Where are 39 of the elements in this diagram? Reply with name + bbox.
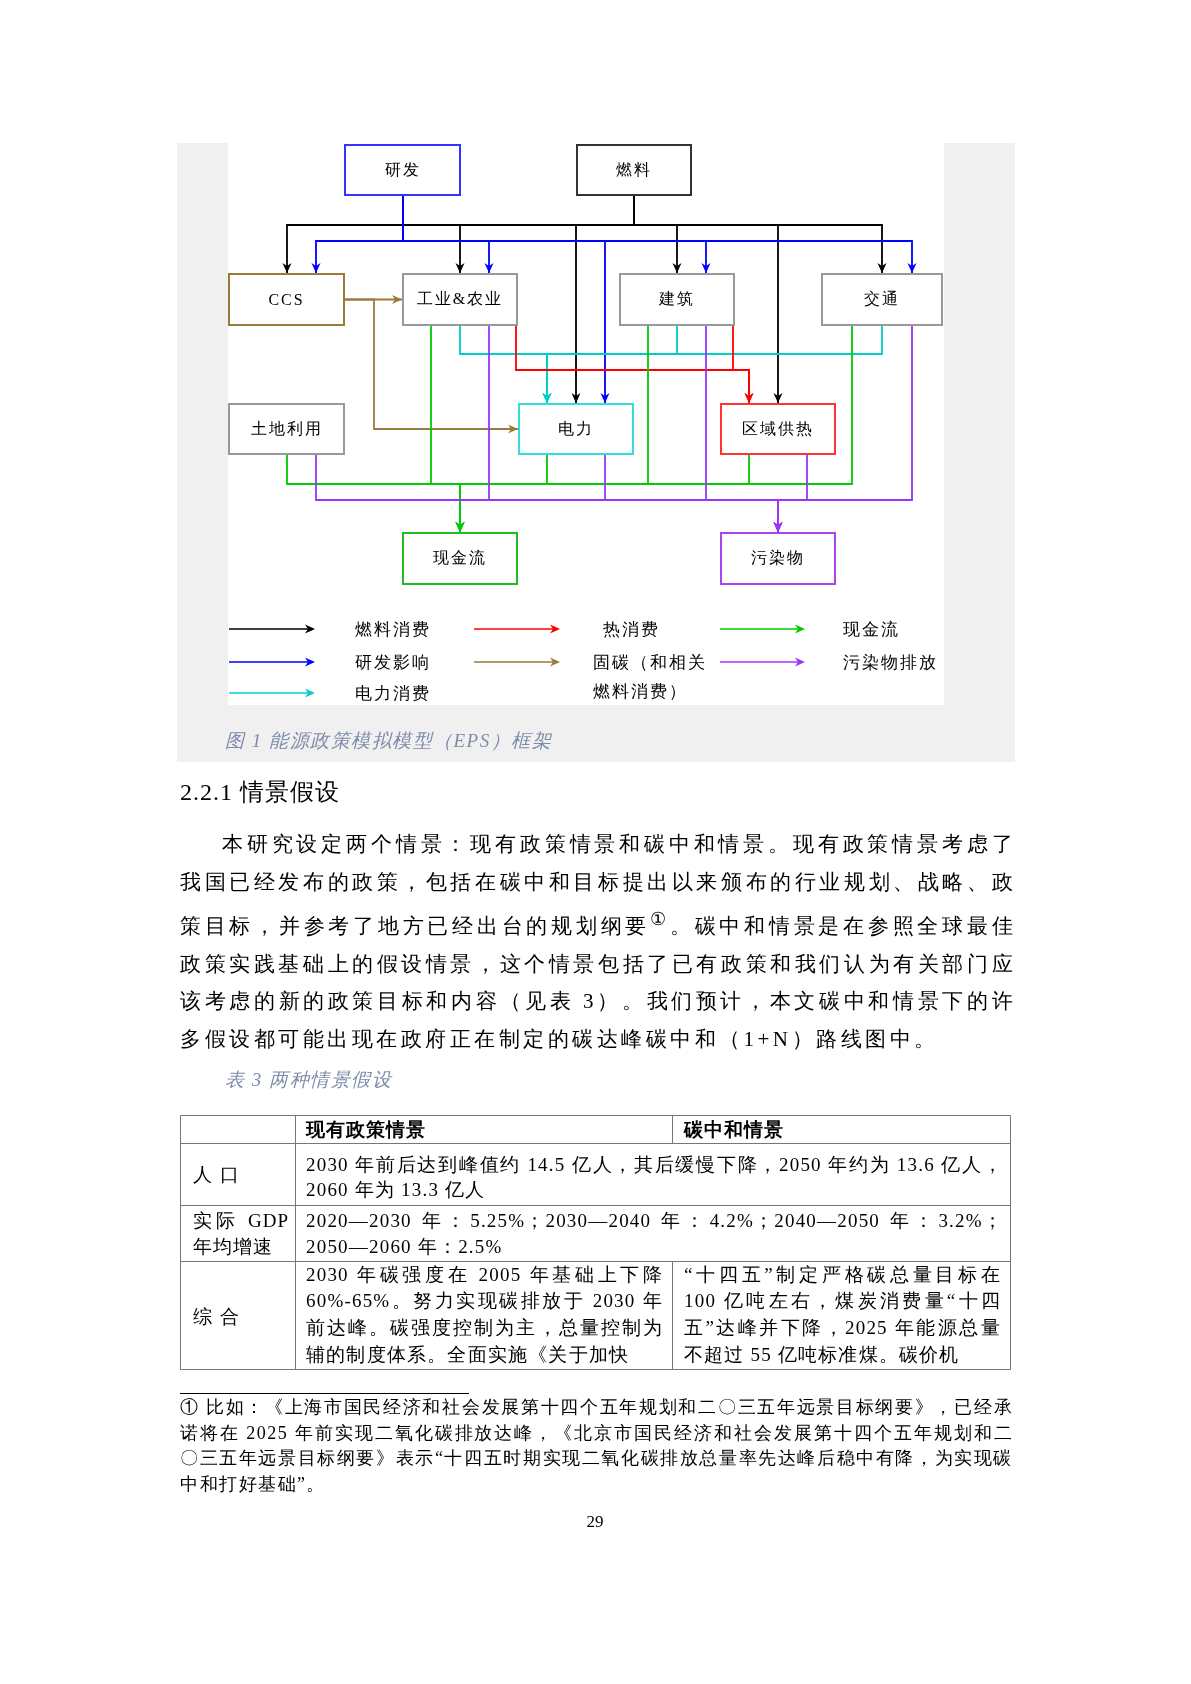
legend-label: 现金流: [843, 618, 900, 641]
legend-label: 电力消费: [355, 682, 431, 705]
column-heading: 碳中和情景: [684, 1117, 784, 1142]
process-box: 区域供热: [720, 403, 836, 455]
table-text: “十四五”制定严格碳总量目标在 100 亿吨左右，煤炭消费量“十四五”达峰并下降，2025 年能源总量不超过 55 亿吨标准煤。碳价机: [684, 1262, 1001, 1367]
process-box: 建筑: [619, 273, 735, 326]
row-heading: 综合: [193, 1305, 247, 1329]
table-text: 2030 年前后达到峰值约 14.5 亿人，其后缓慢下降，2050 年约为 13.6 亿人，2060 年为 13.3 亿人: [306, 1152, 1003, 1202]
arrow: [542, 325, 883, 404]
row-heading: 实际 GDP 年均增速: [193, 1209, 289, 1259]
process-box: 现金流: [402, 532, 518, 585]
paragraph: 本研究设定两个情景：现有政策情景和碳中和情景。现有政策情景考虑了我国已经发布的政策，包括在碳中和目标提出以来颁布的行业规划、战略、政策目标，并参考了地方已经出台的规划纲要$^{①}$。碳中和情景是在参照全球最佳政策实践基础上的假设情景，这个情景包括了已有政策和我们认为有关部门应该考虑的新的政策目标和内容（见表 3）。我们预计，本文碳中和情景下的许多假设都可能出现在政府正在制定的碳达峰碳中和（1+N）路线图中。: [180, 831, 1016, 1053]
process-box: 研发: [344, 144, 461, 196]
legend-label: 固碳（和相关燃料消费）: [593, 651, 708, 703]
legend-label: 研发影响: [355, 651, 431, 674]
arrow: [633, 195, 783, 404]
figure-caption: 图 1 能源政策模拟模型（EPS）框架: [225, 729, 553, 753]
legend-label: 热消费: [603, 618, 660, 641]
legend-label: 燃料消费: [355, 618, 431, 641]
process-box: 土地利用: [228, 403, 345, 455]
column-heading: 现有政策情景: [306, 1117, 426, 1142]
process-box: 交通: [821, 273, 943, 326]
process-box: 电力: [518, 403, 634, 455]
footnote: ① 比如：《上海市国民经济和社会发展第十四个五年规划和二〇三五年远景目标纲要》，已经承诺将在 2025 年前实现二氧化碳排放达峰，《北京市国民经济和社会发展第十四个五年规划和二〇三五年远景目标纲要》表示“十四五时期实现二氧化碳排放总量率先达峰后稳中有降，为实现碳中和打好基础”。: [180, 1396, 1013, 1497]
process-box: 工业&农业: [402, 273, 518, 326]
row-heading: 人口: [193, 1162, 247, 1187]
arrow: [732, 325, 754, 404]
process-box: 燃料: [576, 144, 692, 196]
process-box: 污染物: [720, 532, 836, 585]
arrow: [455, 454, 750, 533]
table-text: 2020—2030 年：5.25%；2030—2040 年：4.2%；2040—2050 年：3.2%；2050—2060 年：2.5%: [306, 1209, 1003, 1259]
process-box: CCS: [228, 273, 345, 326]
table-text: 2030 年碳强度在 2005 年基础上下降 60%-65%。努力实现碳排放于 2030 年前达峰。碳强度控制为主，总量控制为辅的制度体系。全面实施《关于加快: [306, 1262, 663, 1367]
table-caption: 表 3 两种情景假设: [225, 1068, 392, 1092]
section-heading: 2.2.1 情景假设: [180, 778, 340, 807]
arrow: [344, 298, 519, 434]
arrow: [773, 454, 808, 533]
page-number: 29: [586, 1511, 604, 1533]
legend-label: 污染物排放: [843, 651, 938, 674]
